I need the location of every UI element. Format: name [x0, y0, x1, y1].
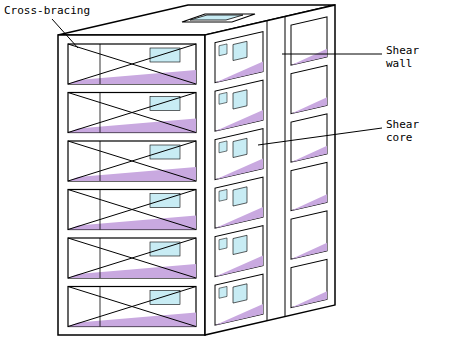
cross-brace — [68, 287, 196, 327]
window — [219, 44, 227, 56]
core-bay — [215, 32, 263, 83]
floor-slab — [215, 159, 263, 180]
core-window — [233, 187, 247, 206]
column — [100, 238, 101, 278]
cross-brace — [68, 238, 196, 278]
floor-slab — [215, 207, 263, 228]
floor-slab — [291, 49, 327, 65]
floor-slab — [291, 243, 327, 259]
cross-brace — [68, 141, 196, 181]
column — [100, 190, 101, 230]
floor-opening — [68, 93, 196, 133]
core-window — [233, 90, 247, 109]
core-bay — [215, 177, 263, 228]
core-bay — [215, 226, 263, 277]
floor-slab — [68, 119, 196, 133]
callout-label: Shear core — [386, 118, 430, 144]
column — [100, 93, 101, 133]
window — [219, 286, 227, 298]
cross-brace — [68, 93, 196, 133]
floor-slab — [68, 216, 196, 230]
floor-opening — [68, 190, 196, 230]
floor-slab — [215, 110, 263, 131]
floor-opening — [68, 238, 196, 278]
core-window — [233, 284, 247, 303]
leader-line — [52, 19, 78, 48]
core-bay — [215, 80, 263, 131]
column — [100, 44, 101, 84]
callout-label: Cross-bracing — [4, 4, 114, 17]
leader-line — [258, 128, 382, 145]
window — [219, 238, 227, 250]
leader-line — [282, 54, 382, 55]
floor-slab — [291, 146, 327, 162]
core-bay — [215, 274, 263, 325]
roof-box — [182, 14, 255, 22]
window — [219, 189, 227, 201]
floor-opening — [291, 259, 327, 307]
cross-brace — [68, 44, 196, 84]
cross-brace — [68, 44, 196, 84]
floor-slab — [291, 291, 327, 307]
floor-opening — [291, 211, 327, 259]
floor-opening — [68, 141, 196, 181]
floor-slab — [68, 313, 196, 327]
cross-brace — [68, 190, 196, 230]
floor-opening — [68, 287, 196, 327]
cross-brace — [68, 190, 196, 230]
core-window — [233, 235, 247, 254]
floor-opening — [68, 44, 196, 84]
cross-brace — [68, 238, 196, 278]
cross-brace — [68, 141, 196, 181]
column — [100, 287, 101, 327]
roof-box-glass — [190, 15, 243, 20]
floor-slab — [291, 97, 327, 113]
column — [100, 141, 101, 181]
floor-slab — [68, 70, 196, 84]
core-window — [233, 138, 247, 157]
floor-slab — [215, 304, 263, 325]
floor-opening — [291, 65, 327, 113]
callout-label: Shear wall — [386, 44, 430, 70]
floor-slab — [68, 264, 196, 278]
floor-slab — [215, 256, 263, 277]
floor-opening — [291, 162, 327, 210]
core-window — [233, 41, 247, 60]
window — [219, 141, 227, 153]
floor-slab — [291, 194, 327, 210]
floor-slab — [68, 167, 196, 181]
floor-slab — [215, 62, 263, 83]
floor-opening — [291, 17, 327, 65]
cross-brace — [68, 287, 196, 327]
window — [219, 92, 227, 104]
cross-brace — [68, 93, 196, 133]
front-face — [58, 35, 205, 335]
core-bay — [215, 129, 263, 180]
